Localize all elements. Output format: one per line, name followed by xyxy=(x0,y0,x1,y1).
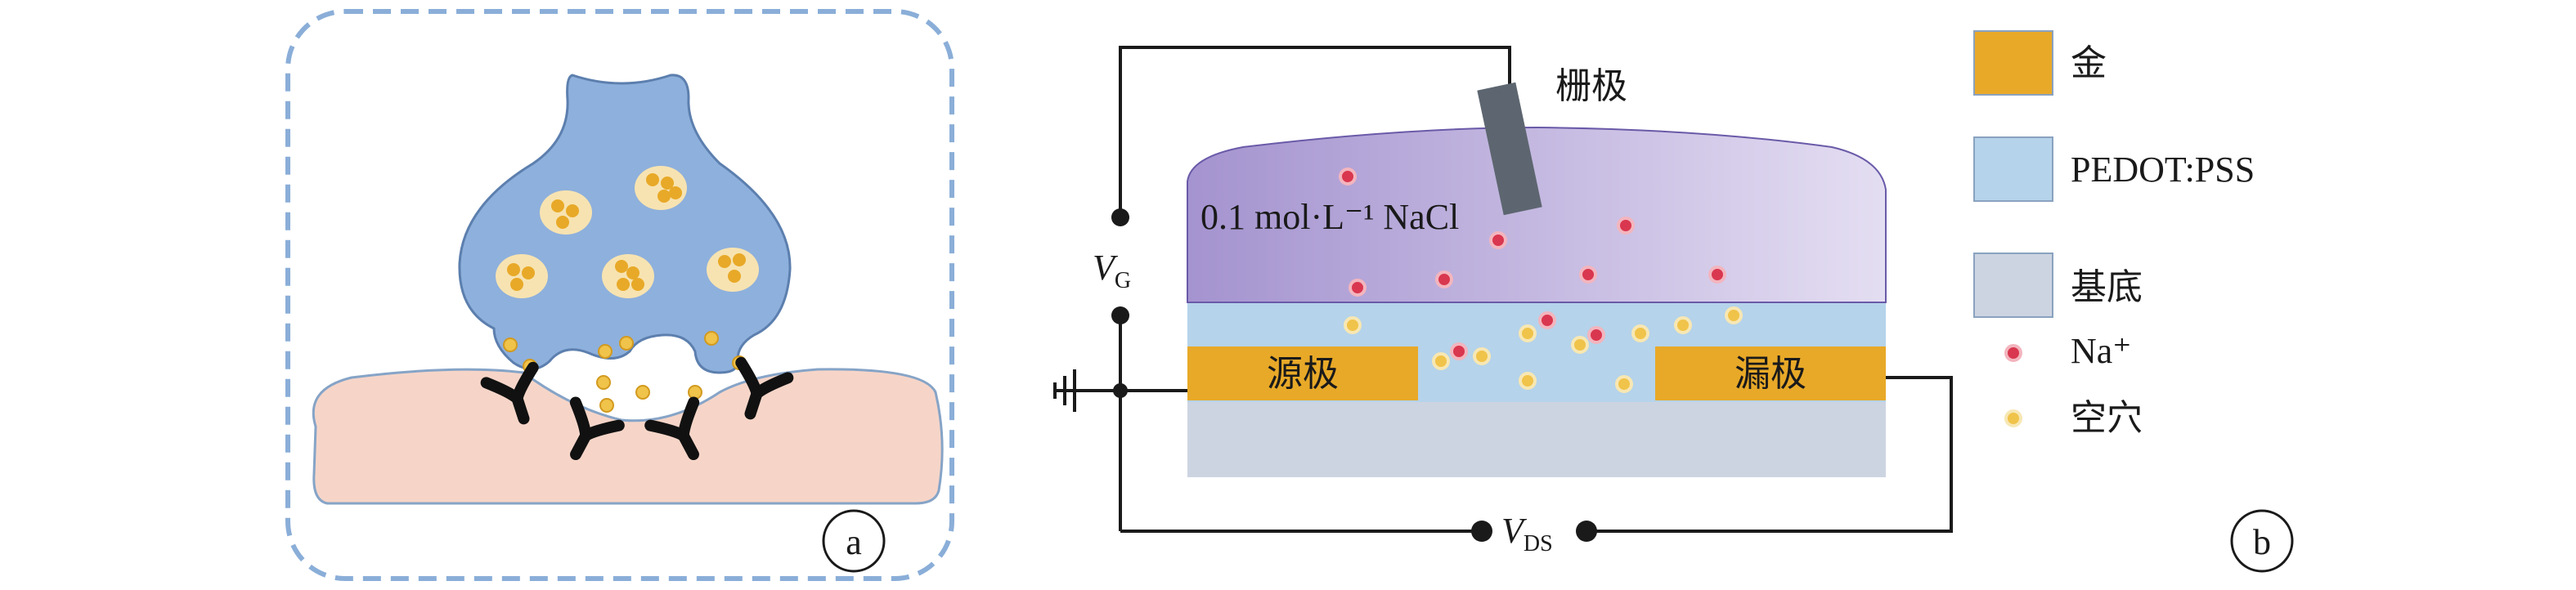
vds-subscript: DS xyxy=(1524,531,1553,556)
panel-a: a xyxy=(285,9,954,581)
legend-label: 空穴 xyxy=(2071,397,2143,439)
legend-label: Na⁺ xyxy=(2071,331,2132,371)
circuit-wires xyxy=(1057,46,1953,533)
legend-item-substrate: 基底 xyxy=(1973,253,2143,318)
source-electrode xyxy=(1187,346,1418,400)
holes xyxy=(1344,306,1743,393)
neurotransmitters xyxy=(503,331,747,413)
legend-item-na: Na⁺ xyxy=(2004,331,2132,371)
panel-b-label-text: b xyxy=(2253,522,2271,562)
electrolyte-label: 0.1 mol·L⁻¹ NaCl xyxy=(1200,197,1459,237)
vds-symbol: V xyxy=(1501,511,1528,551)
vesicle xyxy=(540,190,592,235)
panel-a-label: a xyxy=(822,509,886,573)
ground-symbol xyxy=(1053,369,1076,412)
synaptic-vesicles xyxy=(496,166,759,298)
gate-electrode xyxy=(1477,82,1542,216)
vesicle xyxy=(602,254,654,298)
electrolyte-droplet xyxy=(1187,126,1887,303)
legend-label: 基底 xyxy=(2071,266,2143,308)
svg-text:VDS: VDS xyxy=(1501,511,1553,556)
vesicle xyxy=(496,254,548,298)
panel-a-label-text: a xyxy=(846,522,862,562)
legend-label: PEDOT:PSS xyxy=(2071,150,2255,190)
sodium-ions xyxy=(1339,168,1726,360)
postsynaptic-cell xyxy=(312,368,944,505)
legend: 金 PEDOT:PSS 基底 Na⁺ 空穴 xyxy=(1973,30,2255,439)
legend-item-pedot: PEDOT:PSS xyxy=(1973,136,2255,202)
gate-label: 栅极 xyxy=(1555,65,1627,107)
vesicle xyxy=(707,248,759,292)
vg-symbol: V xyxy=(1093,248,1119,288)
substrate-layer xyxy=(1187,402,1886,477)
panel-b: 源极 漏极 栅极 0.1 mol·L⁻¹ NaCl VG xyxy=(1053,46,2294,573)
panel-a-dashed-frame xyxy=(285,9,954,581)
vesicle xyxy=(635,166,687,210)
presynaptic-terminal xyxy=(458,74,792,374)
legend-item-hole: 空穴 xyxy=(2004,397,2143,439)
svg-text:VG: VG xyxy=(1093,248,1131,293)
panel-b-label: b xyxy=(2230,509,2294,573)
vds-label: VDS xyxy=(1501,511,1553,556)
drain-label: 漏极 xyxy=(1735,353,1806,395)
legend-item-gold: 金 xyxy=(1973,30,2107,96)
drain-electrode xyxy=(1655,346,1886,400)
legend-label: 金 xyxy=(2071,42,2107,84)
terminals xyxy=(1111,208,1597,542)
vg-subscript: G xyxy=(1115,268,1131,293)
source-label: 源极 xyxy=(1267,353,1339,395)
vg-label: VG xyxy=(1093,248,1131,293)
